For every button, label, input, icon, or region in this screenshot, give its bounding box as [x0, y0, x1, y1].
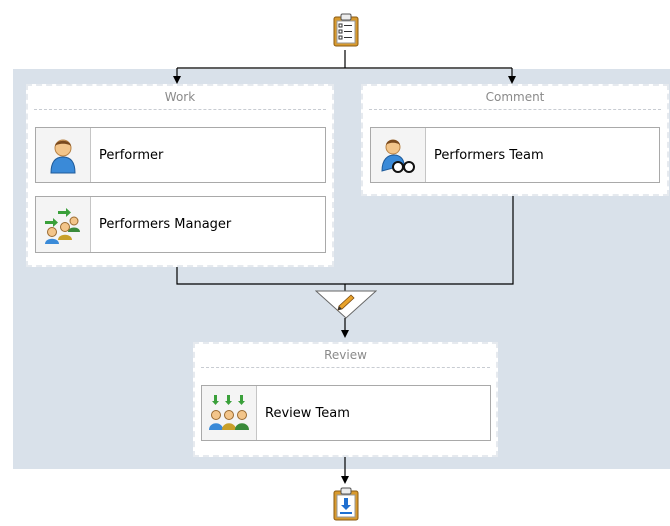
start-node[interactable] — [331, 12, 361, 47]
clipboard-download-icon — [333, 487, 359, 521]
node-performer[interactable]: Performer — [35, 127, 326, 183]
node-icon-box — [36, 128, 91, 182]
end-node[interactable] — [331, 486, 361, 521]
node-performers-manager[interactable]: Performers Manager — [35, 196, 326, 253]
node-icon-box — [371, 128, 426, 182]
person-glasses-icon — [381, 139, 415, 173]
node-label: Performer — [99, 147, 164, 163]
stage-title: Work — [164, 90, 196, 104]
stage-divider — [201, 367, 490, 368]
stage-divider — [34, 109, 326, 110]
person-icon — [50, 139, 76, 174]
clipboard-list-icon — [333, 13, 359, 47]
pencil-icon — [337, 294, 355, 311]
team-download-icon — [209, 395, 249, 430]
node-label: Performers Team — [434, 147, 544, 163]
stage-divider — [369, 109, 661, 110]
node-review-team[interactable]: Review Team — [201, 385, 491, 441]
node-icon-box — [202, 386, 257, 440]
decision-shape — [314, 290, 378, 319]
node-performers-team[interactable]: Performers Team — [370, 127, 660, 183]
stage-title: Review — [324, 348, 367, 362]
node-label: Review Team — [265, 405, 350, 421]
node-icon-box — [36, 197, 91, 252]
group-forward-icon — [45, 207, 80, 244]
decision-node[interactable] — [314, 290, 378, 320]
stage-title: Comment — [485, 90, 545, 104]
node-label: Performers Manager — [99, 217, 232, 232]
